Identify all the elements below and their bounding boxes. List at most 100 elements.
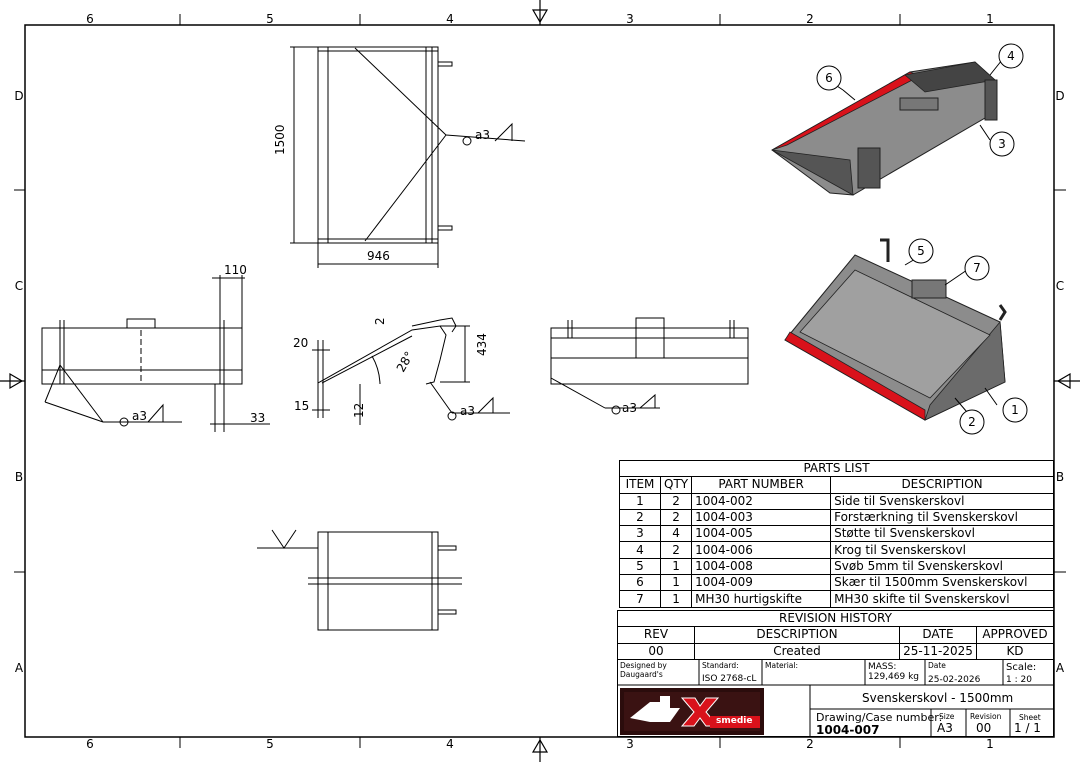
zone-left-d: D [14, 89, 23, 103]
cell-description: Svøb 5mm til Svenskerskovl [830, 557, 1054, 576]
cell-qty: 2 [659, 492, 693, 510]
cell-description: Støtte til Svenskerskovl [830, 525, 1054, 543]
cell-part-number: 1004-009 [691, 574, 832, 592]
sheet-value: 1 / 1 [1014, 721, 1041, 735]
cell-item: 6 [619, 574, 661, 592]
col-rev-date: DATE [899, 626, 977, 644]
scale-label: Scale: [1006, 662, 1037, 673]
cell-part-number: 1004-006 [691, 541, 832, 559]
material-label: Material: [765, 661, 798, 670]
revision-label: Revision [970, 712, 1002, 721]
col-approved: APPROVED [976, 626, 1054, 644]
zone-right-d: D [1055, 89, 1064, 103]
standard-label: Standard: [702, 661, 739, 670]
cell-description: Skær til 1500mm Svenskerskovl [830, 574, 1054, 592]
cell-item: 4 [619, 541, 661, 559]
dim-946: 946 [367, 249, 390, 263]
cell-description: Side til Svenskerskovl [830, 492, 1054, 510]
zone-right-b: B [1056, 470, 1064, 484]
title-block-frame [617, 659, 1054, 737]
rear-view [550, 317, 749, 415]
zone-left-c: C [15, 279, 23, 293]
logo-text: smedie [716, 716, 753, 726]
designed-by: Daugaard's [620, 670, 663, 679]
size-value: A3 [937, 721, 953, 735]
cell-qty: 1 [659, 557, 693, 576]
balloon-4: 4 [1007, 49, 1015, 63]
designed-by-label: Designed by [620, 661, 667, 670]
size-label: Size [939, 712, 955, 721]
cell-description: Forstærkning til Svenskerskovl [830, 508, 1054, 527]
date-label: Date [928, 661, 946, 670]
cell-rev-date: 25-11-2025 [899, 642, 977, 660]
iso-view-lower [784, 238, 1007, 421]
cell-rev: 00 [617, 642, 695, 660]
zone-top-6: 6 [86, 12, 94, 26]
col-part-number: PART NUMBER [691, 476, 832, 494]
weld-label-side: a3 [460, 404, 475, 418]
cell-item: 3 [619, 525, 661, 543]
weld-label-top: a3 [475, 128, 490, 142]
weld-label-front: a3 [132, 409, 147, 423]
table-row: 00 Created 25-11-2025 KD [617, 642, 1054, 660]
part-balloons [816, 43, 1028, 435]
zone-top-5: 5 [266, 12, 274, 26]
drawing-number: 1004-007 [816, 723, 880, 737]
cell-qty: 1 [659, 574, 693, 592]
top-view [290, 46, 526, 268]
zone-left-a: A [15, 661, 24, 675]
balloon-7: 7 [973, 261, 981, 275]
cell-part-number: 1004-005 [691, 525, 832, 543]
bottom-view [257, 529, 462, 631]
scale-value: 1 : 20 [1006, 675, 1032, 685]
dim-20: 20 [293, 336, 308, 350]
dim-2: 2 [373, 317, 387, 325]
balloon-3: 3 [998, 137, 1006, 151]
zone-right-c: C [1056, 279, 1064, 293]
dim-434: 434 [475, 333, 489, 356]
logo-graphic [624, 692, 760, 731]
zone-bottom-1: 1 [986, 737, 994, 751]
standard-value: ISO 2768-cL [702, 674, 757, 684]
zone-top-2: 2 [806, 12, 814, 26]
cell-description: Krog til Svenskerskovl [830, 541, 1054, 559]
dim-15: 15 [294, 399, 309, 413]
zone-bottom-6: 6 [86, 737, 94, 751]
dim-12: 12 [352, 403, 366, 418]
cell-qty: 2 [659, 508, 693, 527]
col-item: ITEM [619, 476, 661, 494]
cell-item: 7 [619, 590, 661, 608]
zone-bottom-3: 3 [626, 737, 634, 751]
cell-rev-description: Created [694, 642, 900, 660]
mass-value: 129,469 kg [868, 672, 920, 682]
col-description: DESCRIPTION [830, 476, 1054, 494]
cell-item: 2 [619, 508, 661, 527]
date-value: 25-02-2026 [928, 675, 981, 685]
cell-part-number: MH30 hurtigskifte [691, 590, 832, 608]
zone-bottom-4: 4 [446, 737, 454, 751]
drawing-number-label: Drawing/Case number: [816, 711, 943, 724]
company-logo: smedie [620, 688, 764, 735]
balloon-5: 5 [917, 244, 925, 258]
cell-qty: 4 [659, 525, 693, 543]
cell-part-number: 1004-002 [691, 492, 832, 510]
zone-top-4: 4 [446, 12, 454, 26]
cell-part-number: 1004-008 [691, 557, 832, 576]
revision-history-table: REVISION HISTORY REV DESCRIPTION DATE AP… [617, 609, 1054, 660]
dim-28-degrees: 28° [394, 349, 417, 374]
zone-bottom-2: 2 [806, 737, 814, 751]
cell-qty: 2 [659, 541, 693, 559]
zone-top-1: 1 [986, 12, 994, 26]
revision-title: REVISION HISTORY [617, 609, 1054, 628]
col-rev-description: DESCRIPTION [694, 626, 900, 644]
parts-list-title: PARTS LIST [619, 459, 1054, 478]
zone-right-a: A [1056, 661, 1065, 675]
